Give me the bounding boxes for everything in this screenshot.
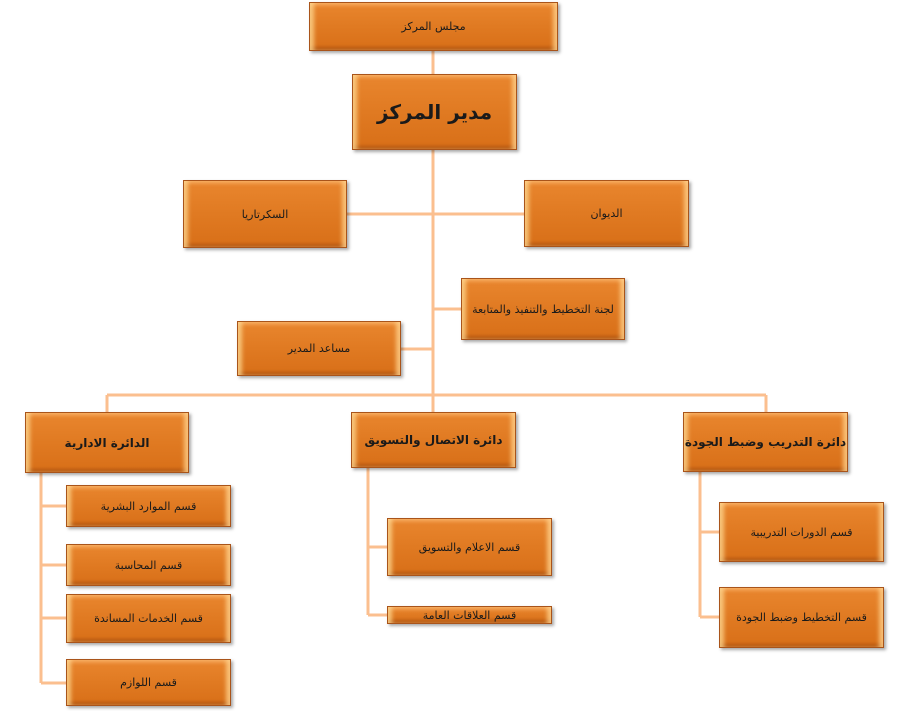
director-box: مدير المركز (352, 74, 517, 150)
section-box: قسم الموارد البشرية (66, 485, 231, 527)
secretariat-box: السكرتاريا (183, 180, 347, 248)
admin-department-box: الدائرة الادارية (25, 412, 189, 473)
section-box: قسم الاعلام والتسويق (387, 518, 552, 576)
section-box: قسم اللوازم (66, 659, 231, 706)
section-box: قسم العلاقات العامة (387, 606, 552, 624)
section-box: قسم التخطيط وضبط الجودة (719, 587, 884, 648)
communication-department-box: دائرة الاتصال والتسويق (351, 412, 516, 468)
council-box: مجلس المركز (309, 2, 558, 51)
section-box: قسم الدورات التدريبية (719, 502, 884, 562)
diwan-box: الديوان (524, 180, 689, 247)
section-box: قسم المحاسبة (66, 544, 231, 586)
training-department-box: دائرة التدريب وضبط الجودة (683, 412, 848, 472)
assistant-box: مساعد المدير (237, 321, 401, 376)
section-box: قسم الخدمات المساندة (66, 594, 231, 643)
committee-box: لجنة التخطيط والتنفيذ والمتابعة (461, 278, 625, 340)
